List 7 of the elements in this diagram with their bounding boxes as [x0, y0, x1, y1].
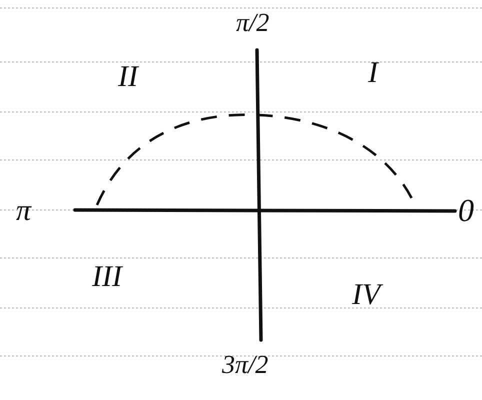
axis-label: III: [92, 262, 122, 292]
axis-label: π/2: [236, 10, 270, 36]
axis-label: 3π/2: [222, 352, 268, 378]
axis-label: I: [368, 58, 378, 88]
axis-label: II: [118, 62, 138, 92]
axis-label: π: [16, 196, 32, 226]
axis-label: 0: [458, 194, 474, 226]
